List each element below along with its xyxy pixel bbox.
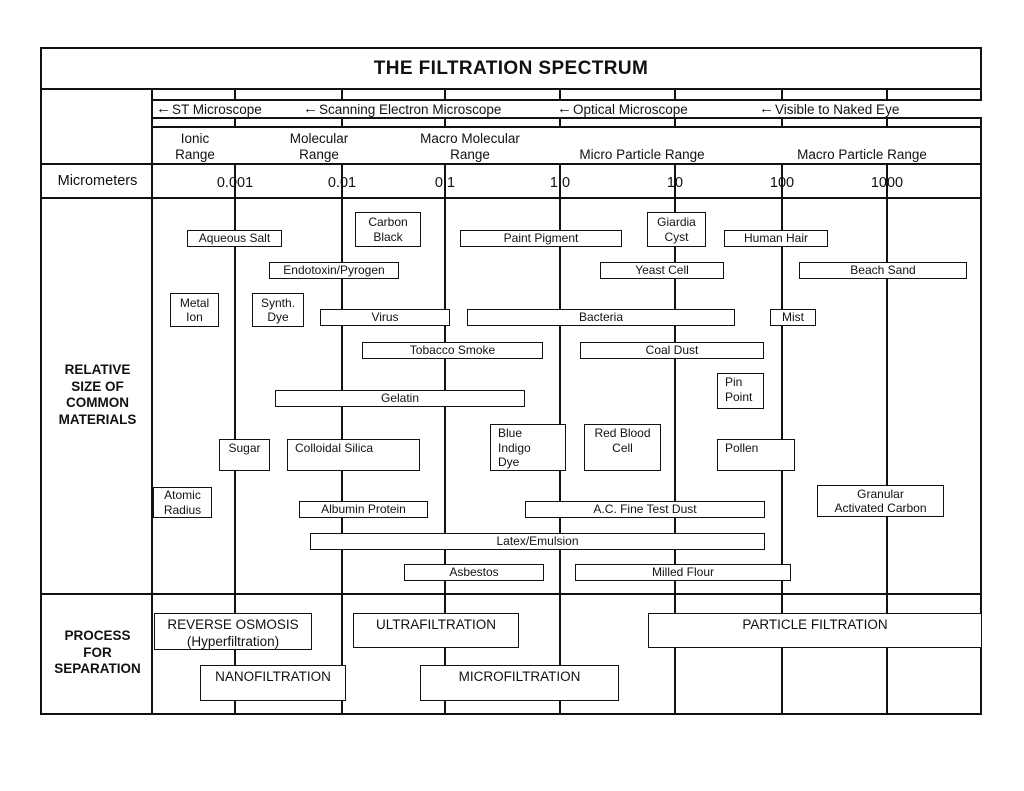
material-box: Pollen <box>717 439 795 471</box>
micrometer-tick-value: 10 <box>666 175 684 191</box>
material-box: Asbestos <box>404 564 544 581</box>
process-box: REVERSE OSMOSIS(Hyperfiltration) <box>154 613 312 650</box>
micrometer-tick-value: 0.01 <box>327 175 357 191</box>
material-box: Mist <box>770 309 816 326</box>
microscope-range-text: Scanning Electron Microscope <box>319 101 502 117</box>
divider <box>42 88 980 90</box>
material-box: Bacteria <box>467 309 735 326</box>
micrometers-row-label: Micrometers <box>57 172 138 189</box>
diagram-title: THE FILTRATION SPECTRUM <box>373 57 649 79</box>
micrometer-tick-value: 0.1 <box>434 175 456 191</box>
divider <box>42 593 980 595</box>
left-arrow-icon: ← <box>759 100 774 117</box>
material-box: Human Hair <box>724 230 828 247</box>
micrometer-tick-value: 0.001 <box>216 175 254 191</box>
material-box: Aqueous Salt <box>187 230 282 247</box>
microscope-range-text: ST Microscope <box>172 101 262 117</box>
grid-line <box>674 163 676 713</box>
microscope-range-label: ←ST Microscope <box>156 101 262 117</box>
microscope-range-label: ←Visible to Naked Eye <box>759 101 899 117</box>
divider <box>42 197 980 199</box>
divider <box>42 163 980 165</box>
left-arrow-icon: ← <box>303 100 318 117</box>
microscope-visibility-band: ←ST Microscope←Scanning Electron Microsc… <box>153 99 982 119</box>
filtration-spectrum-diagram: THE FILTRATION SPECTRUM ←ST Microscope←S… <box>40 47 982 715</box>
micrometer-tick-value: 1000 <box>870 175 904 191</box>
grid-line <box>886 163 888 713</box>
process-box: PARTICLE FILTRATION <box>648 613 982 648</box>
material-box: Yeast Cell <box>600 262 724 279</box>
grid-line <box>341 163 343 713</box>
material-box: A.C. Fine Test Dust <box>525 501 765 518</box>
microscope-range-label: ←Optical Microscope <box>557 101 688 117</box>
particle-range-label: Macro Particle Range <box>797 147 927 162</box>
material-box: Coal Dust <box>580 342 764 359</box>
material-box: Milled Flour <box>575 564 791 581</box>
material-box: Endotoxin/Pyrogen <box>269 262 399 279</box>
material-box: Latex/Emulsion <box>310 533 765 550</box>
process-box: MICROFILTRATION <box>420 665 619 701</box>
left-arrow-icon: ← <box>557 100 572 117</box>
particle-range-label: Micro Particle Range <box>579 147 705 162</box>
microscope-range-label: ←Scanning Electron Microscope <box>303 101 501 117</box>
material-box: Synth.Dye <box>252 293 304 327</box>
material-box: Colloidal Silica <box>287 439 420 471</box>
grid-line <box>781 163 783 713</box>
material-box: Paint Pigment <box>460 230 622 247</box>
left-arrow-icon: ← <box>156 100 171 117</box>
divider <box>151 126 980 128</box>
material-box: Beach Sand <box>799 262 967 279</box>
microscope-range-text: Optical Microscope <box>573 101 688 117</box>
material-box: Tobacco Smoke <box>362 342 543 359</box>
material-box: Gelatin <box>275 390 525 407</box>
material-box: Virus <box>320 309 450 326</box>
grid-line <box>444 163 446 713</box>
material-box: Albumin Protein <box>299 501 428 518</box>
process-box: NANOFILTRATION <box>200 665 346 701</box>
micrometer-tick-value: 1.0 <box>549 175 571 191</box>
material-box: Sugar <box>219 439 270 471</box>
microscope-range-text: Visible to Naked Eye <box>775 101 900 117</box>
process-box: ULTRAFILTRATION <box>353 613 519 648</box>
grid-line <box>234 163 236 713</box>
left-column-divider <box>151 88 153 713</box>
micrometer-tick-value: 100 <box>769 175 795 191</box>
